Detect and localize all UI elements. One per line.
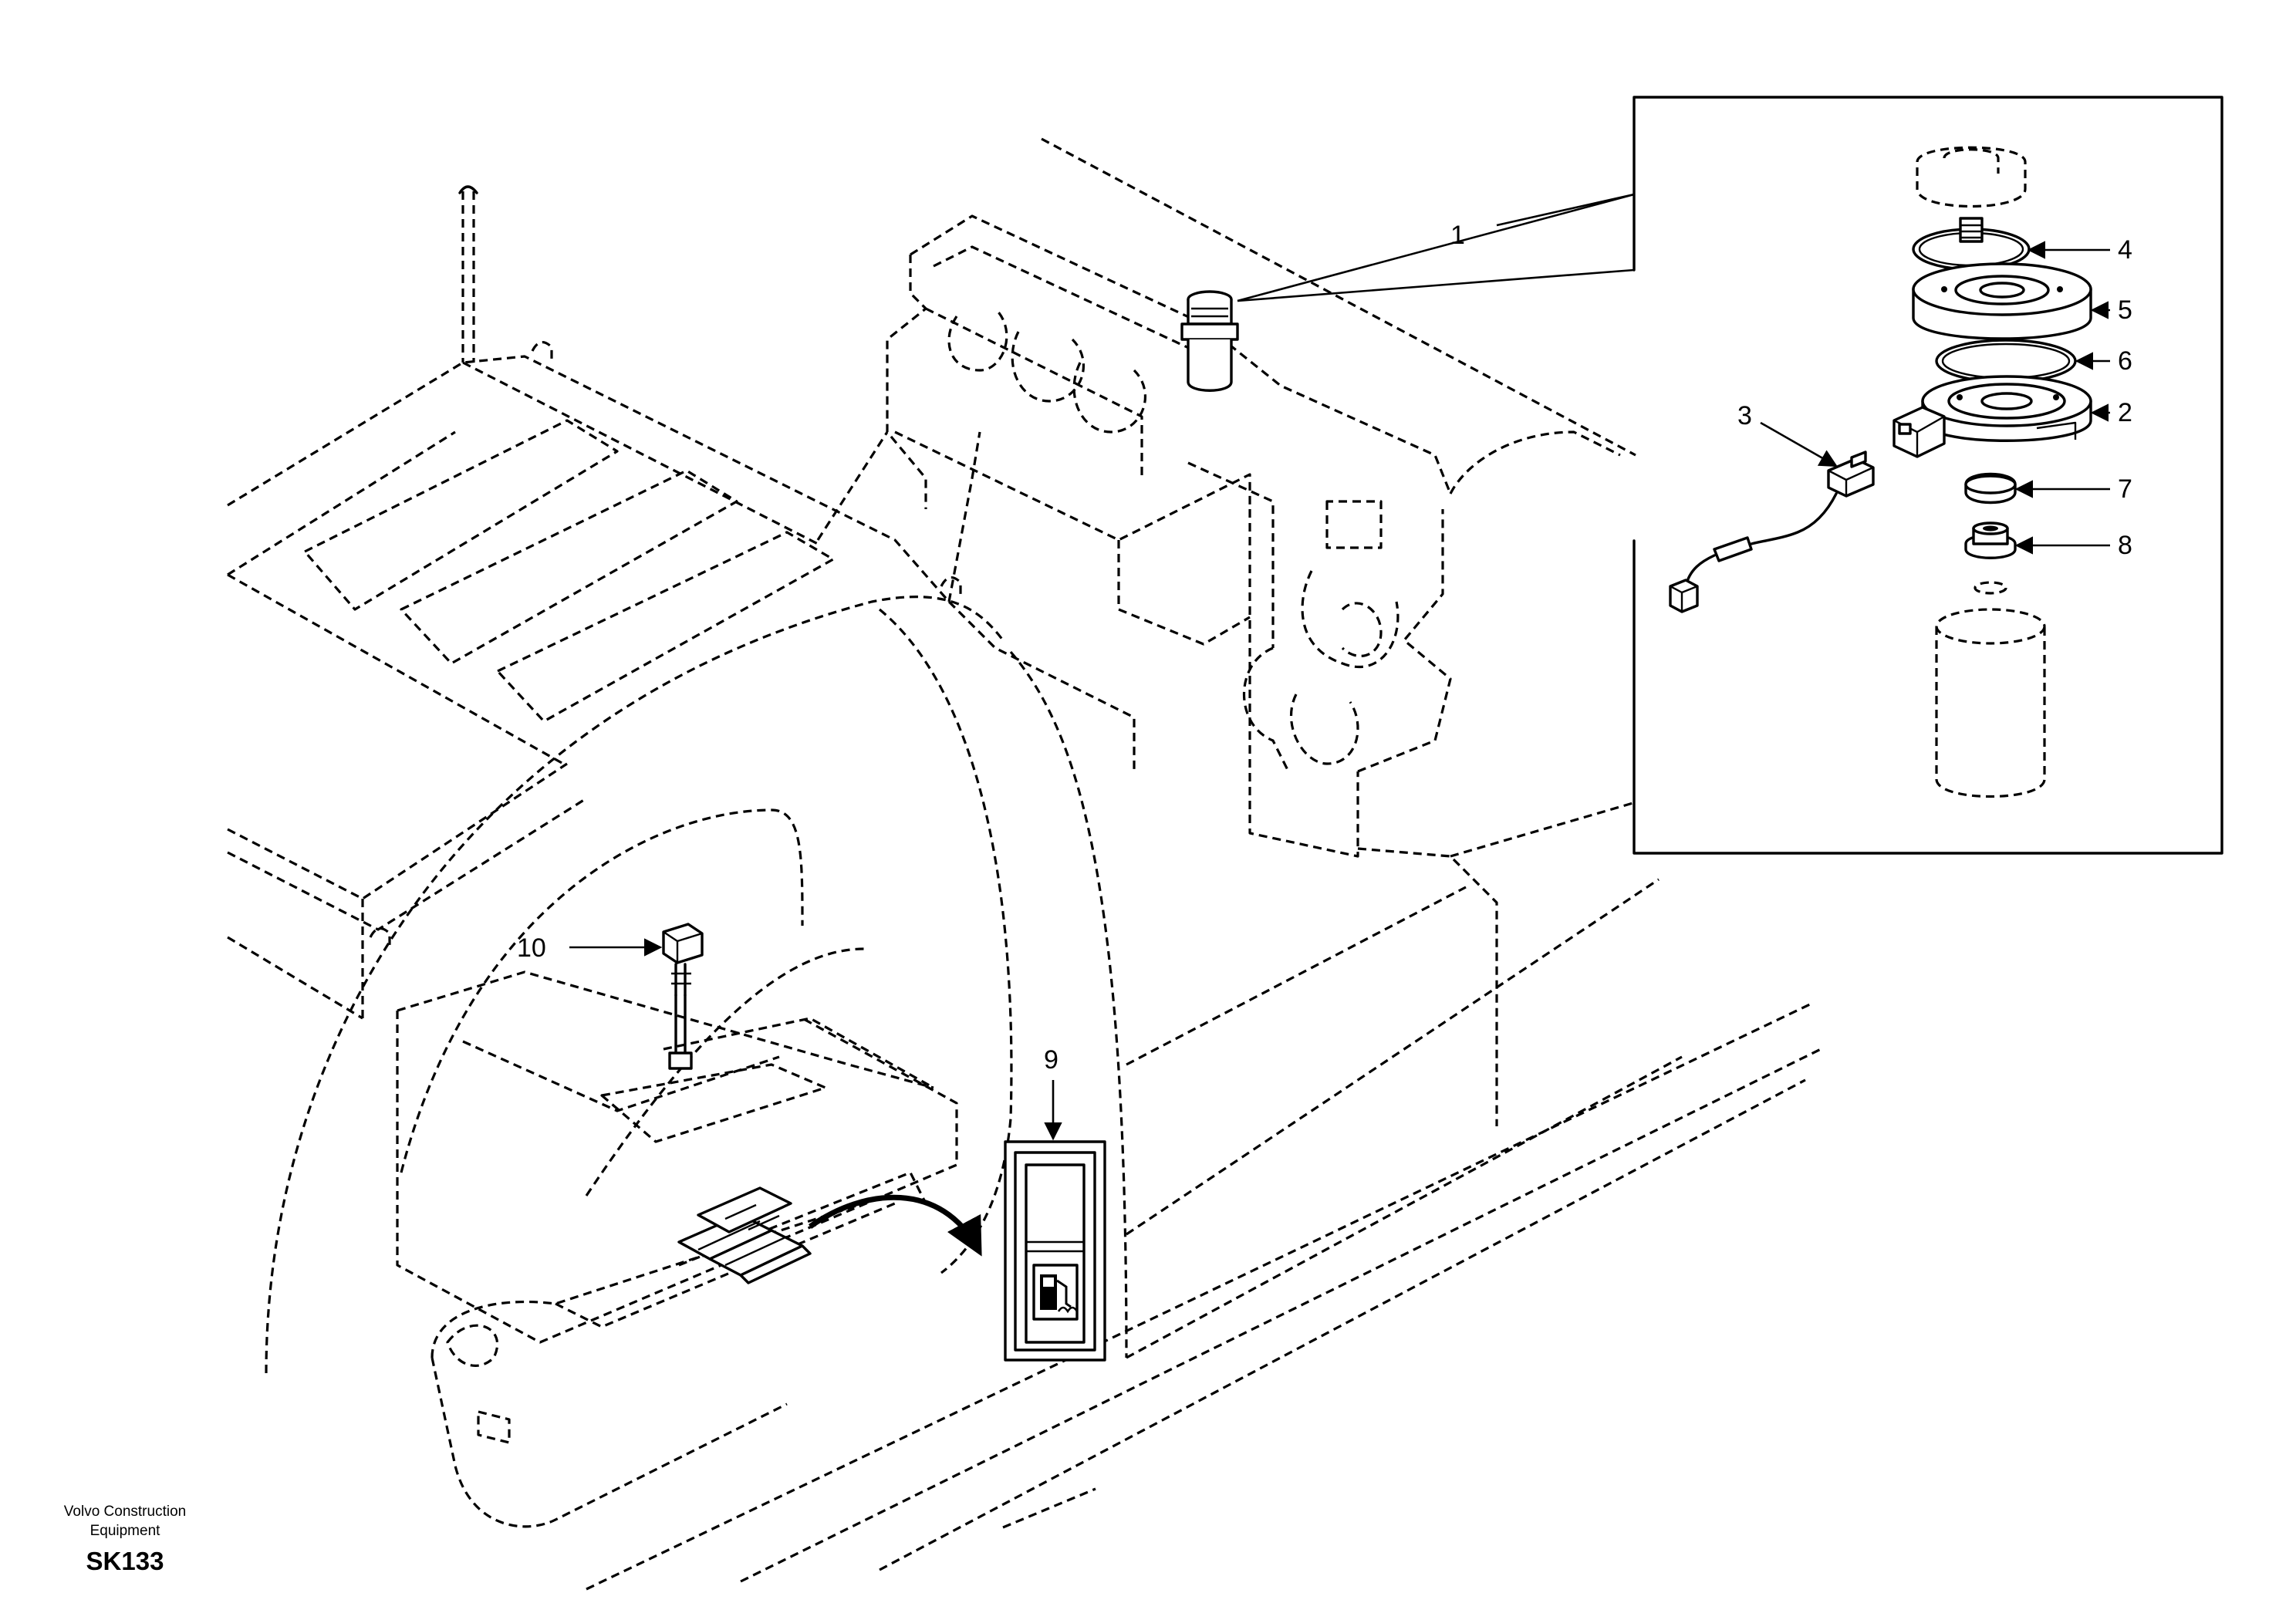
callout-3: 3 — [1737, 401, 1838, 467]
nipple-part-8 — [1964, 521, 2017, 559]
callout-6: 6 — [2075, 346, 2132, 376]
footer-publisher-line2: Equipment — [90, 1523, 161, 1539]
fuel-filter-on-engine — [1180, 290, 1239, 392]
svg-text:2: 2 — [2118, 398, 2132, 427]
housing-ring-part-5 — [1912, 262, 2092, 340]
console-switch-panel — [677, 1186, 812, 1284]
callout-10: 10 — [517, 933, 663, 963]
fuel-filter-element — [1935, 581, 2046, 798]
adapter-part-7 — [1964, 472, 2017, 505]
publisher-footer: Volvo Construction Equipment SK133 — [64, 1504, 186, 1575]
inset-detail-box — [1237, 96, 2223, 855]
callout-5: 5 — [2090, 295, 2132, 325]
callout-9: 9 — [1044, 1045, 1062, 1141]
callout-8: 8 — [2014, 531, 2132, 560]
o-ring-part-4 — [1912, 217, 2031, 271]
footer-publisher-line1: Volvo Construction — [64, 1504, 186, 1520]
callout-2: 2 — [2090, 398, 2132, 427]
filter-head-part-2 — [1893, 375, 2092, 458]
machine-outline — [227, 137, 1822, 1591]
svg-text:5: 5 — [2118, 295, 2132, 325]
callout-1: 1 — [1450, 221, 1465, 250]
detail-reference-arrow — [808, 1194, 982, 1257]
svg-text:10: 10 — [517, 933, 546, 963]
svg-text:3: 3 — [1737, 401, 1752, 430]
callout-7: 7 — [2014, 474, 2132, 504]
relay-part-10 — [662, 923, 704, 1070]
filter-head-cap — [1916, 146, 2027, 208]
sensor-cable-part-3 — [1669, 451, 1875, 613]
svg-text:8: 8 — [2118, 531, 2132, 560]
svg-text:1: 1 — [1450, 221, 1465, 250]
rocker-switch-detail — [1004, 1140, 1106, 1362]
svg-text:7: 7 — [2118, 474, 2132, 504]
svg-text:9: 9 — [1044, 1045, 1059, 1075]
svg-text:4: 4 — [2118, 235, 2132, 265]
fuel-pump-icon — [1040, 1274, 1079, 1314]
svg-text:6: 6 — [2118, 346, 2132, 376]
figure-code: SK133 — [86, 1547, 164, 1575]
callout-4: 4 — [2027, 235, 2132, 265]
